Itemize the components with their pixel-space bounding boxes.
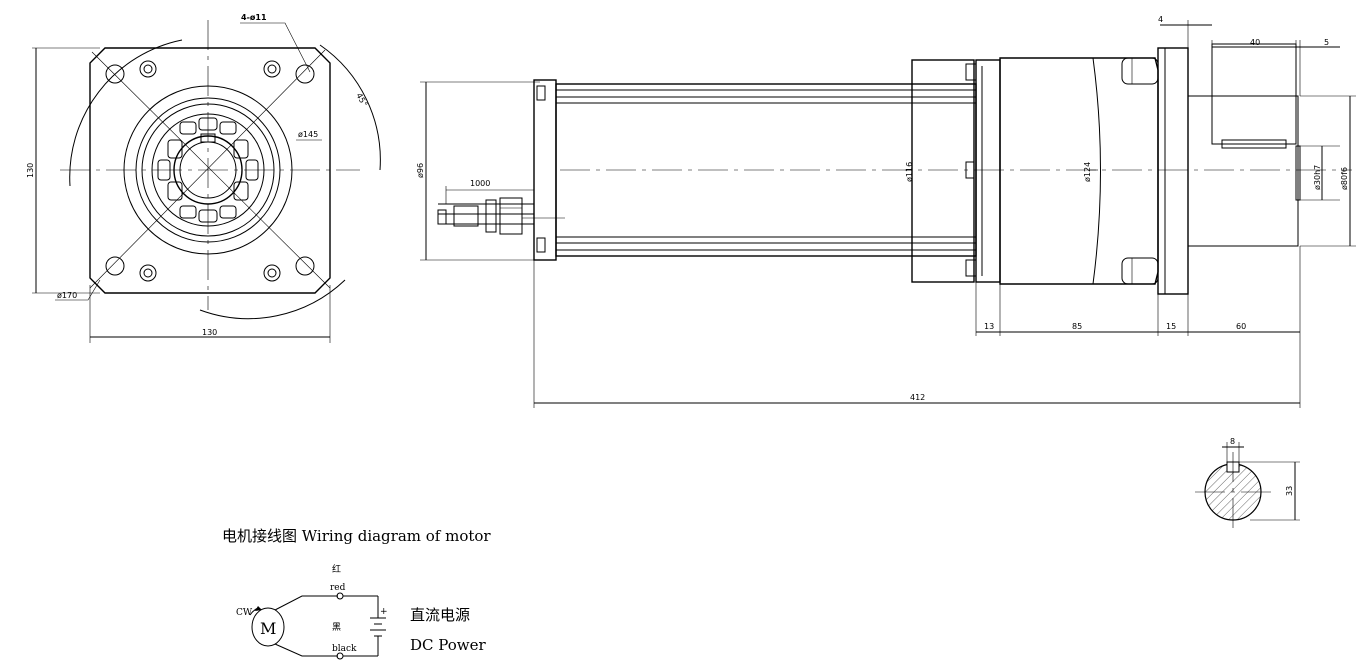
rear-cap [533, 79, 557, 261]
motor-symbol [251, 607, 285, 647]
seg60-label: 60 [1236, 322, 1246, 331]
pcd-label: ø145 [298, 130, 318, 139]
outer-arc-right [319, 44, 381, 171]
cable-length-label: 1000 [470, 179, 490, 188]
shaft-section: 8 33 [1195, 437, 1300, 530]
motor-label: M [260, 619, 276, 638]
shaft-dia-label: ø30h7 [1313, 165, 1322, 190]
height-label: 130 [26, 163, 35, 178]
top5-label: 5 [1324, 38, 1329, 47]
top40-label: 40 [1250, 38, 1260, 47]
wiring-diagram: 电机接线图 Wiring diagram of motor 红 red CW M… [222, 527, 491, 660]
outer-arc-left [69, 39, 183, 187]
dia124-label: ø124 [1083, 162, 1092, 182]
front-bell [911, 59, 975, 283]
dia116-label: ø116 [905, 162, 914, 182]
shaft-top [1211, 43, 1297, 145]
outer-dia-label: ø170 [57, 291, 77, 300]
front-view: 4-ø11 45° ø145 ø170 130 130 [26, 13, 381, 343]
key-width-label: 8 [1230, 437, 1235, 446]
key-height-label: 33 [1285, 486, 1294, 496]
red-en-label: red [330, 583, 346, 593]
holes-note: 4-ø11 [241, 13, 267, 22]
seg13-label: 13 [984, 322, 994, 331]
wiring-title: 电机接线图 Wiring diagram of motor [222, 527, 491, 545]
output-flange [1157, 47, 1189, 295]
black-cn-label: 黑 [332, 622, 341, 633]
outer-arc-bottom [199, 279, 346, 320]
cable: 1000 [437, 179, 565, 235]
seg85-label: 85 [1072, 322, 1082, 331]
vent-slots [157, 117, 259, 223]
gearbox-body [999, 57, 1159, 285]
angle-label: 45° [354, 92, 369, 109]
power-en-label: DC Power [410, 636, 487, 654]
cw-label: CW [236, 608, 253, 618]
body-dia-label: ø96 [416, 163, 425, 178]
plus-label: + [380, 607, 388, 617]
top4-label: 4 [1158, 15, 1163, 24]
side-view: ø96 1000 [416, 15, 1356, 408]
width-label: 130 [202, 328, 217, 337]
total-length-label: 412 [910, 393, 925, 402]
flange-outline [89, 47, 331, 294]
pilot-dia-label: ø80f6 [1340, 167, 1349, 190]
mounting-holes [105, 60, 315, 282]
black-en-label: black [332, 644, 357, 654]
seg15-label: 15 [1166, 322, 1176, 331]
power-cn-label: 直流电源 [410, 606, 470, 624]
pilot [1187, 95, 1299, 247]
red-cn-label: 红 [332, 563, 341, 575]
spacer-plate [975, 59, 1001, 283]
